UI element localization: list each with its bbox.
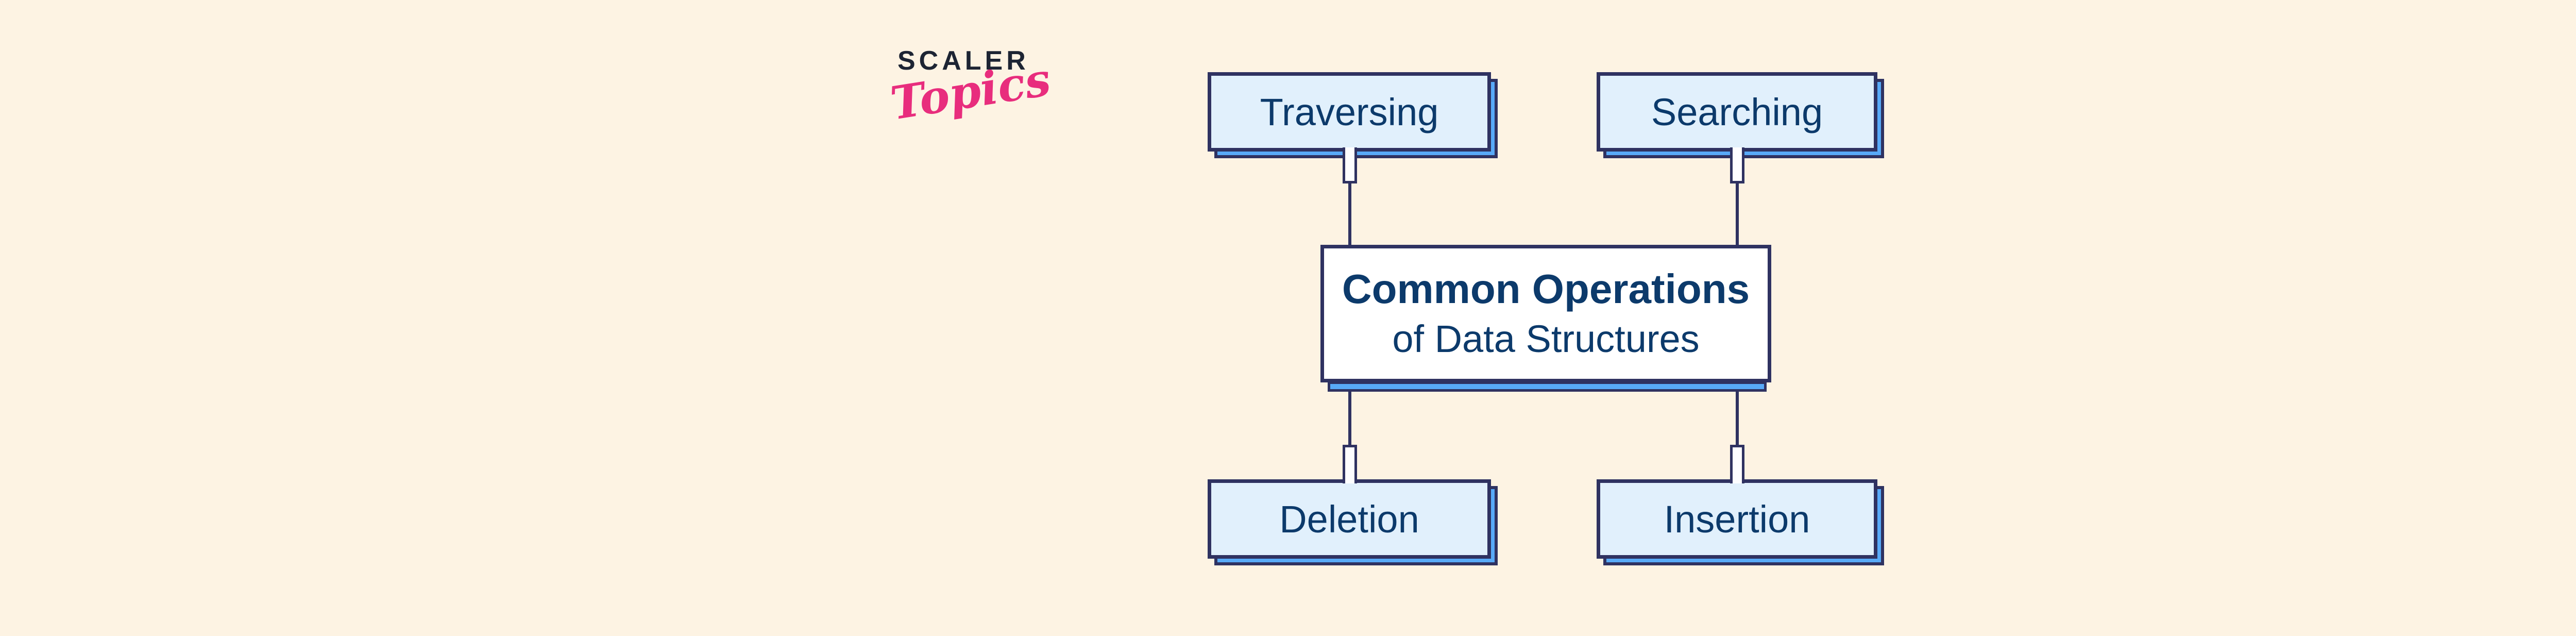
connector-tab-deletion xyxy=(1343,445,1357,483)
connector-line-deletion xyxy=(1348,389,1351,446)
connector-tab-traversing xyxy=(1343,147,1357,183)
center-title-line2: of Data Structures xyxy=(1392,317,1700,360)
connector-tab-searching xyxy=(1730,147,1744,183)
node-searching-label: Searching xyxy=(1651,90,1823,133)
node-traversing: Traversing xyxy=(1208,72,1491,152)
logo-brand-text: SCALER xyxy=(897,46,1029,76)
center-title-line1: Common Operations xyxy=(1342,265,1750,312)
center-box-shadow xyxy=(1328,381,1767,392)
connector-line-insertion xyxy=(1736,389,1739,446)
node-insertion: Insertion xyxy=(1597,479,1877,559)
node-deletion-label: Deletion xyxy=(1279,497,1419,541)
connector-tab-insertion xyxy=(1730,445,1744,483)
node-deletion: Deletion xyxy=(1208,479,1491,559)
connector-line-traversing xyxy=(1348,182,1351,245)
center-box: Common Operations of Data Structures xyxy=(1320,245,1771,382)
node-traversing-label: Traversing xyxy=(1260,90,1439,133)
connector-line-searching xyxy=(1736,182,1739,245)
node-insertion-label: Insertion xyxy=(1664,497,1810,541)
node-searching: Searching xyxy=(1597,72,1877,152)
scaler-topics-logo: SCALER Topics xyxy=(876,45,1054,130)
